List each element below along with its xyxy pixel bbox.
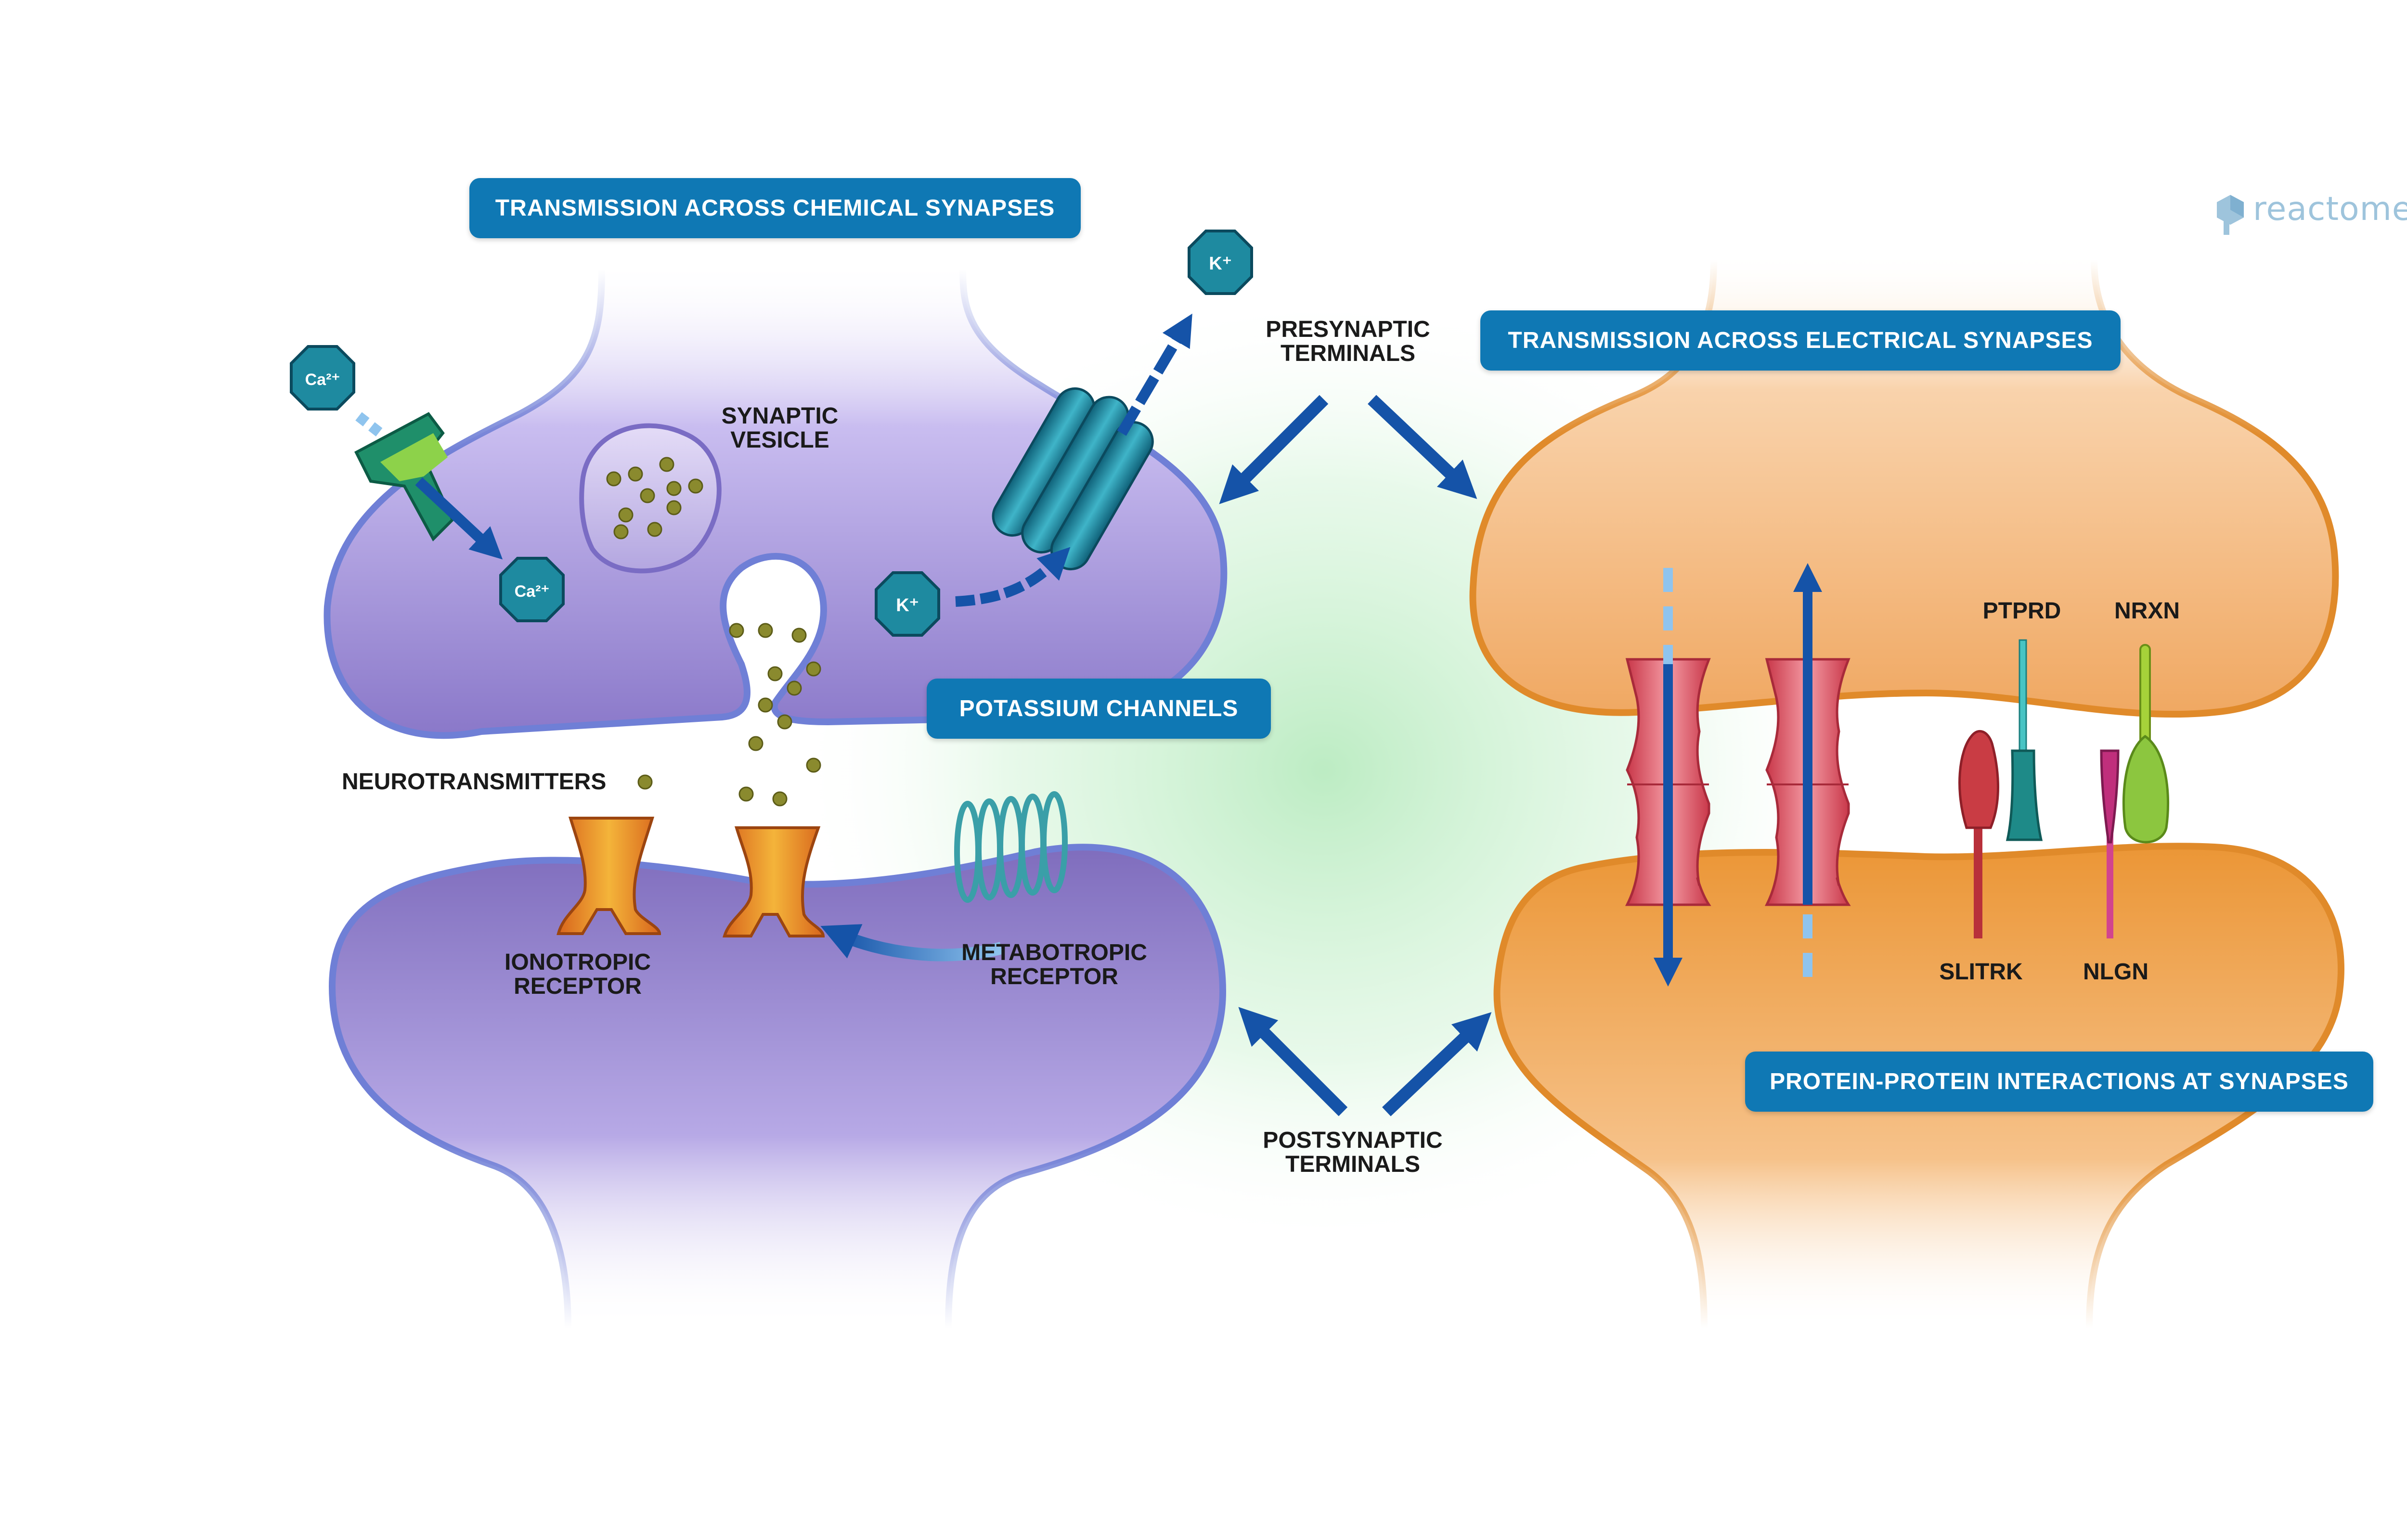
nrxn-protein bbox=[2122, 644, 2169, 844]
nlgn-protein bbox=[2100, 749, 2120, 938]
ptprd-label: PTPRD bbox=[1982, 598, 2061, 624]
ptprd-protein bbox=[2006, 639, 2043, 841]
chemical-postsynaptic-terminal bbox=[328, 844, 1227, 1329]
ionotropic-receptor-2 bbox=[723, 826, 825, 937]
synaptic-vesicle bbox=[579, 423, 722, 574]
reactome-logo[interactable]: reactome bbox=[2253, 190, 2407, 228]
calcium-ion-label-top: Ca²⁺ bbox=[305, 371, 340, 389]
calcium-ion-bottom bbox=[499, 557, 565, 622]
chemical-synapses-button[interactable]: TRANSMISSION ACROSS CHEMICAL SYNAPSES bbox=[469, 178, 1081, 238]
electrical-synapses-button[interactable]: TRANSMISSION ACROSS ELECTRICAL SYNAPSES bbox=[1480, 310, 2121, 371]
potassium-efflux-arrow bbox=[955, 313, 1192, 607]
nlgn-label: NLGN bbox=[2083, 959, 2148, 985]
slitrk-protein bbox=[1958, 730, 1999, 938]
ionotropic-receptor bbox=[556, 817, 661, 935]
slitrk-label: SLITRK bbox=[1939, 959, 2023, 985]
potassium-ion-label-top: K⁺ bbox=[1209, 254, 1232, 274]
calcium-ion-top bbox=[290, 345, 355, 411]
reactome-logo-text: reactome bbox=[2253, 190, 2407, 228]
metabotropic-signal-arrow bbox=[820, 924, 1003, 962]
potassium-channels-button[interactable]: POTASSIUM CHANNELS bbox=[927, 679, 1271, 739]
calcium-ion-label-bottom: Ca²⁺ bbox=[515, 582, 550, 601]
potassium-ion-top bbox=[1188, 230, 1253, 295]
protein-interactions-button[interactable]: PROTEIN-PROTEIN INTERACTIONS AT SYNAPSES bbox=[1745, 1052, 2373, 1112]
presynaptic-link-arrows bbox=[1219, 395, 1477, 504]
potassium-ion-label-left: K⁺ bbox=[896, 595, 919, 616]
neurotransmitters-label: NEUROTRANSMITTERS bbox=[342, 769, 607, 795]
nrxn-label: NRXN bbox=[2114, 598, 2180, 624]
potassium-channel bbox=[992, 387, 1154, 571]
metabotropic-receptor bbox=[954, 791, 1068, 903]
reactome-logo-icon bbox=[2217, 195, 2244, 235]
neurotransmitter-molecules bbox=[637, 623, 821, 855]
postsynaptic-link-arrows bbox=[1238, 1007, 1492, 1116]
potassium-ion-left bbox=[875, 571, 940, 637]
calcium-influx-arrow bbox=[355, 412, 503, 560]
